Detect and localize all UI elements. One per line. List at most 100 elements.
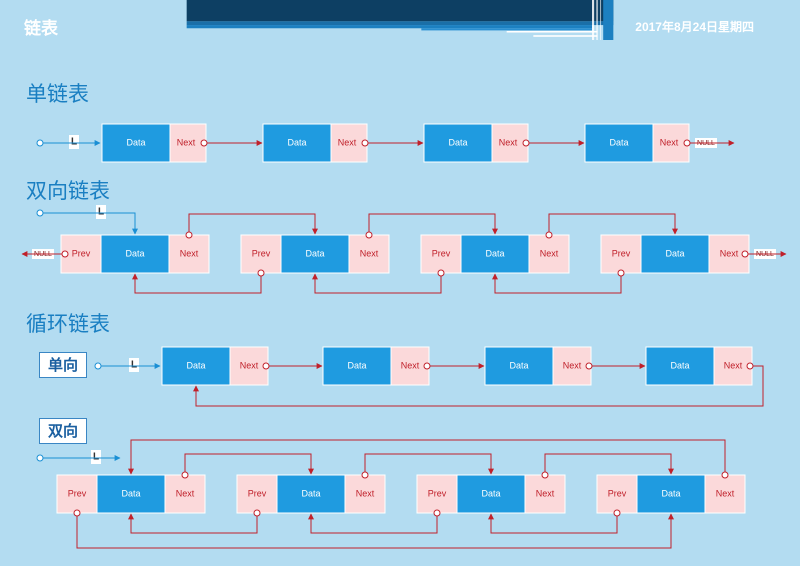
singly-head-start — [36, 139, 44, 147]
circ2-prev-link-3 — [488, 513, 618, 534]
doubly-node-2-next-label: Next — [540, 248, 559, 258]
circ2-node-3-next — [704, 474, 746, 514]
singly-node-0-data-label: Data — [126, 137, 145, 147]
doubly-next-link-0 — [188, 213, 318, 235]
circ2-node-2-prev-label: Prev — [428, 488, 447, 498]
circ1-node-3-next-label: Next — [724, 360, 743, 370]
circ1-node-0-data — [161, 346, 231, 386]
singly-node-0-next — [169, 123, 207, 163]
doubly-node-2-prev-label: Prev — [432, 248, 451, 258]
circ2-node-2-prev-dot — [433, 509, 441, 517]
date-text: 2017年8月24日星期四 — [635, 20, 754, 34]
circ1-node-3-next-dot — [746, 362, 754, 370]
circ2-node-1-data-label: Data — [301, 488, 320, 498]
doubly-prev-link-3 — [492, 273, 622, 294]
singly-node-2-next-label: Next — [499, 137, 518, 147]
doubly-next-link-1 — [368, 213, 498, 235]
circ2-head-start — [36, 454, 44, 462]
doubly-node-3-data-label: Data — [665, 248, 684, 258]
doubly-node-3-next-dot — [741, 250, 749, 258]
circ2-node-1-prev-label: Prev — [248, 488, 267, 498]
singly-node-3-data-label: Data — [609, 137, 628, 147]
circ2-node-3-data — [636, 474, 706, 514]
singly-node-1-next — [330, 123, 368, 163]
doubly-node-2-prev — [420, 234, 462, 274]
circ1-node-0-data-label: Data — [186, 360, 205, 370]
circ2-node-1-data — [276, 474, 346, 514]
circ2-node-2-data — [456, 474, 526, 514]
circ2-head-label: L — [93, 452, 99, 463]
section-singly-heading: 单链表 — [26, 83, 89, 106]
singly-node-2-data-label: Data — [448, 137, 467, 147]
singly-node-1-data — [262, 123, 332, 163]
circ1-node-1-next — [390, 346, 430, 386]
page-title: 链表 — [24, 19, 58, 38]
doubly-node-1-next-dot — [365, 231, 373, 239]
singly-node-0-next-label: Next — [177, 137, 196, 147]
circ2-node-3-next-label: Next — [716, 488, 735, 498]
circ1-back-link — [193, 365, 764, 407]
singly-node-3-next-dot — [683, 139, 691, 147]
section-doubly-heading: 双向链表 — [26, 180, 110, 203]
doubly-node-0-next-label: Next — [180, 248, 199, 258]
doubly-node-2-next-dot — [545, 231, 553, 239]
doubly-node-0-prev-dot — [61, 250, 69, 258]
circ2-node-0-next-dot — [181, 471, 189, 479]
header-bar — [186, 0, 614, 40]
circ2-node-1-prev-dot — [253, 509, 261, 517]
doubly-node-2-data-label: Data — [485, 248, 504, 258]
circ2-node-2-next — [524, 474, 566, 514]
circ2-node-2-next-dot — [541, 471, 549, 479]
circ2-next-link-0 — [184, 453, 314, 475]
doubly-node-1-next-label: Next — [360, 248, 379, 258]
doubly-node-1-data-label: Data — [305, 248, 324, 258]
circ2-node-0-next-label: Next — [176, 488, 195, 498]
circ1-head-label-bg — [129, 358, 139, 372]
singly-node-2-data — [423, 123, 493, 163]
circ2-node-1-next — [344, 474, 386, 514]
doubly-node-3-data — [640, 234, 710, 274]
doubly-node-1-next — [348, 234, 390, 274]
doubly-node-1-prev — [240, 234, 282, 274]
doubly-node-2-data — [460, 234, 530, 274]
doubly-node-0-data — [100, 234, 170, 274]
circ1-node-3-data-label: Data — [670, 360, 689, 370]
singly-node-2-next-dot — [522, 139, 530, 147]
doubly-node-3-prev-dot — [617, 269, 625, 277]
circ1-node-3-data — [645, 346, 715, 386]
circ2-node-1-prev — [236, 474, 278, 514]
badge-two-way: 双向 — [39, 418, 87, 444]
doubly-node-1-prev-label: Prev — [252, 248, 271, 258]
circ1-head-start — [94, 362, 102, 370]
circ2-node-3-prev-label: Prev — [608, 488, 627, 498]
circ2-node-1-next-dot — [361, 471, 369, 479]
circ1-node-2-data-label: Data — [509, 360, 528, 370]
doubly-node-3-next-label: Next — [720, 248, 739, 258]
circ2-node-3-prev-dot — [613, 509, 621, 517]
doubly-node-2-prev-dot — [437, 269, 445, 277]
singly-node-0-next-dot — [200, 139, 208, 147]
circ2-node-2-prev — [416, 474, 458, 514]
singly-node-1-next-label: Next — [338, 137, 357, 147]
circ1-node-2-next — [552, 346, 592, 386]
doubly-node-3-prev-label: Prev — [612, 248, 631, 258]
circ1-node-2-next-dot — [585, 362, 593, 370]
circ2-node-2-data-label: Data — [481, 488, 500, 498]
circ2-node-0-prev-label: Prev — [68, 488, 87, 498]
circ2-prev-link-2 — [308, 513, 438, 534]
section-circular-heading: 循环链表 — [26, 313, 110, 336]
doubly-prev-link-2 — [312, 273, 442, 294]
circ1-node-2-next-label: Next — [563, 360, 582, 370]
doubly-prev-link-1 — [132, 273, 262, 294]
circ2-loop-next — [128, 439, 726, 475]
singly-head-label-bg — [69, 135, 79, 149]
circ2-prev-link-1 — [128, 513, 258, 534]
circ2-node-0-data-label: Data — [121, 488, 140, 498]
singly-head-label: L — [71, 137, 77, 148]
doubly-node-1-prev-dot — [257, 269, 265, 277]
circ1-node-1-next-label: Next — [401, 360, 420, 370]
circ1-node-0-next-dot — [262, 362, 270, 370]
circ1-node-0-next-label: Next — [240, 360, 259, 370]
